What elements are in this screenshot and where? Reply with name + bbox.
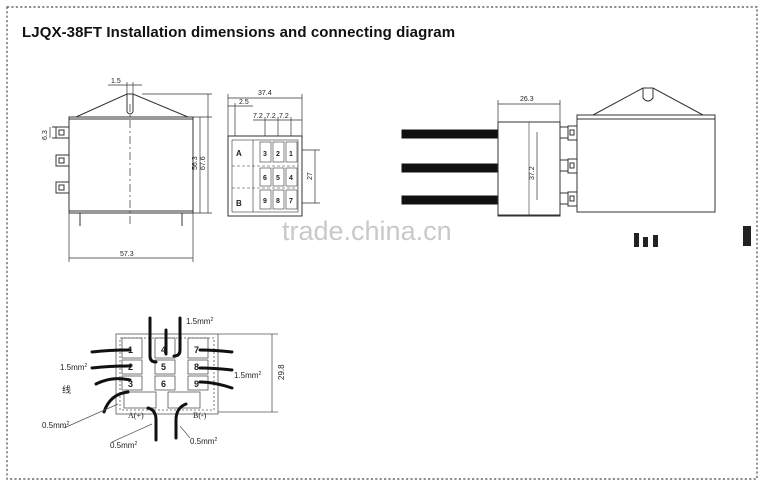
wpin-5: 5 <box>161 362 166 372</box>
dim-37-2: 37.2 <box>529 166 536 180</box>
dim-26-3: 26.3 <box>520 96 534 103</box>
wire-right-label: 1.5mm2 <box>234 371 261 380</box>
dim-56-3: 56.3 <box>192 156 199 170</box>
wire-char-label: 线 <box>62 384 71 395</box>
dim-67-6: 67.6 <box>200 156 207 170</box>
wire-top-label: 1.5mm2 <box>186 317 213 326</box>
dim-57-3: 57.3 <box>120 251 134 258</box>
wpin-3: 3 <box>128 379 133 389</box>
wpin-4: 4 <box>161 345 166 355</box>
row-b-label: B <box>236 199 242 208</box>
row-a-label: A <box>236 149 242 158</box>
dim-7-2-a: 7.2 <box>253 113 263 120</box>
wire-small-left-label: 0.5mm2 <box>42 421 69 430</box>
wpin-9: 9 <box>194 379 199 389</box>
tpin-6: 6 <box>263 175 267 182</box>
dim-7-2-c: 7.2 <box>279 113 289 120</box>
wpin-1: 1 <box>128 345 133 355</box>
dim-27: 27 <box>307 172 314 180</box>
wire-small-mid-label: 0.5mm2 <box>110 441 137 450</box>
wpin-7: 7 <box>194 345 199 355</box>
tpin-1: 1 <box>289 151 293 158</box>
dim-37-4: 37.4 <box>258 90 272 97</box>
dim-2-5: 2.5 <box>239 99 249 106</box>
dim-6-3: 6.3 <box>42 130 49 140</box>
wpin-6: 6 <box>161 379 166 389</box>
wire-left-label: 1.5mm2 <box>60 363 87 372</box>
dim-7-2-b: 7.2 <box>266 113 276 120</box>
b-minus-label: B(-) <box>193 411 207 420</box>
page-title: LJQX-38FT Installation dimensions and co… <box>22 24 456 41</box>
dim-1-5: 1.5 <box>111 78 121 85</box>
a-plus-label: A(+) <box>128 411 144 420</box>
wire-small-right-label: 0.5mm2 <box>190 437 217 446</box>
wpin-8: 8 <box>194 362 199 372</box>
watermark: trade.china.cn <box>282 216 452 246</box>
tpin-9: 9 <box>263 198 267 205</box>
dim-29-8: 29.8 <box>277 364 286 380</box>
tpin-7: 7 <box>289 198 293 205</box>
tpin-2: 2 <box>276 151 280 158</box>
wpin-2: 2 <box>128 362 133 372</box>
tpin-8: 8 <box>276 198 280 205</box>
tpin-5: 5 <box>276 175 280 182</box>
tpin-4: 4 <box>289 175 293 182</box>
tpin-3: 3 <box>263 151 267 158</box>
